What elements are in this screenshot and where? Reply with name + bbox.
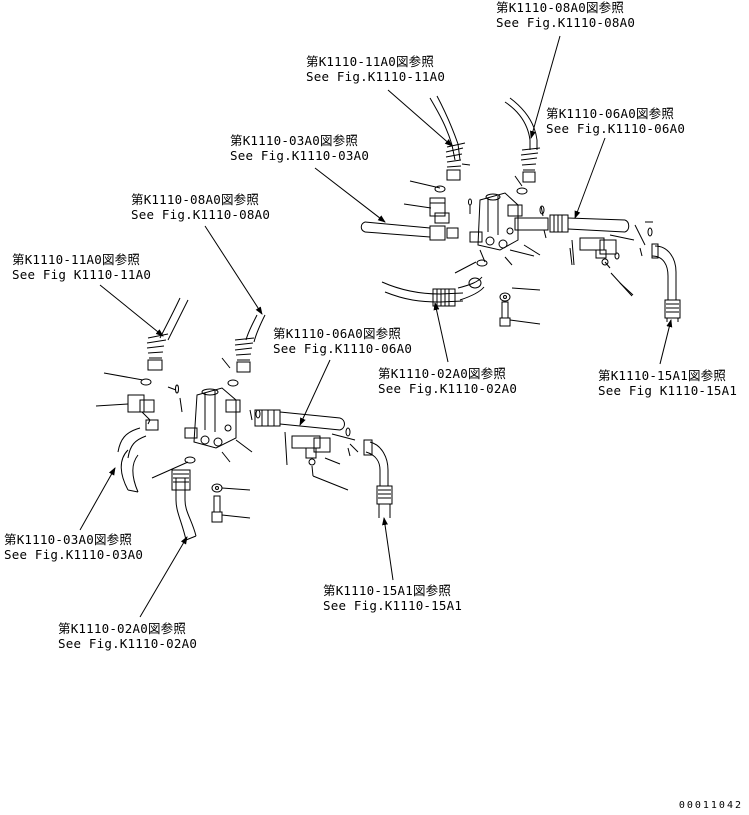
callout-arrows	[79, 35, 673, 618]
callout-r4: 第K1110-03A0図参照 See Fig.K1110-03A0	[230, 133, 369, 163]
left-hose-03	[117, 427, 147, 493]
arrow-r2	[387, 89, 453, 147]
right-hose-03	[360, 221, 459, 241]
callout-l6-en: See Fig.K1110-02A0	[58, 636, 198, 651]
callout-l4-jp: 第K1110-03A0図参照	[4, 532, 133, 547]
callout-r1: 第K1110-08A0図参照 See Fig.K1110-08A0	[496, 0, 635, 30]
arrow-l2	[99, 284, 164, 337]
callout-l3-en: See Fig.K1110-06A0	[273, 341, 413, 356]
callout-r2: 第K1110-11A0図参照 See Fig.K1110-11A0	[306, 54, 445, 84]
left-hose-06	[254, 409, 345, 431]
callout-r2-jp: 第K1110-11A0図参照	[306, 54, 435, 69]
arrow-l5	[382, 517, 394, 581]
left-hose-02	[171, 469, 197, 541]
arrow-r3	[574, 137, 606, 219]
left-hose-15	[363, 439, 393, 518]
callout-r4-jp: 第K1110-03A0図参照	[230, 133, 359, 148]
callout-l5-en: See Fig.K1110-15A1	[323, 598, 463, 613]
callout-r3: 第K1110-06A0図参照 See Fig.K1110-06A0	[546, 106, 685, 136]
callout-l1-jp: 第K1110-08A0図参照	[131, 192, 260, 207]
callout-l2: 第K1110-11A0図参照 See Fig K1110-11A0	[12, 252, 151, 282]
right-hose-02	[381, 276, 485, 307]
callout-l2-jp: 第K1110-11A0図参照	[12, 252, 141, 267]
right-assembly	[360, 95, 681, 327]
right-hose-08	[504, 97, 541, 183]
left-bolt	[211, 495, 223, 523]
right-bolt	[499, 301, 511, 327]
callout-l5-jp: 第K1110-15A1図参照	[323, 583, 452, 598]
callout-l3: 第K1110-06A0図参照 See Fig.K1110-06A0	[273, 326, 412, 356]
callout-l1-en: See Fig.K1110-08A0	[131, 207, 271, 222]
callout-r6-en: See Fig K1110-15A1	[598, 383, 738, 398]
right-hose-06	[514, 214, 630, 233]
arrow-r6	[659, 319, 673, 365]
left-tee-fitting	[291, 435, 331, 466]
callout-r5-jp: 第K1110-02A0図参照	[378, 366, 507, 381]
right-hose-15	[651, 243, 681, 322]
left-assembly	[95, 297, 393, 541]
callout-r3-jp: 第K1110-06A0図参照	[546, 106, 675, 121]
right-hose-11	[429, 95, 466, 181]
callout-r6: 第K1110-15A1図参照 See Fig K1110-15A1	[598, 368, 737, 398]
callout-r6-jp: 第K1110-15A1図参照	[598, 368, 727, 383]
callout-l4-en: See Fig.K1110-03A0	[4, 547, 144, 562]
callout-l3-jp: 第K1110-06A0図参照	[273, 326, 402, 341]
arrow-r4	[314, 167, 386, 223]
callout-r2-en: See Fig.K1110-11A0	[306, 69, 446, 84]
left-hose-08	[234, 314, 266, 373]
callout-r1-en: See Fig.K1110-08A0	[496, 15, 636, 30]
callout-r5: 第K1110-02A0図参照 See Fig.K1110-02A0	[378, 366, 517, 396]
right-elbow-fitting	[429, 197, 450, 224]
left-valve-block	[184, 387, 241, 449]
right-valve-block	[469, 192, 523, 251]
callout-r1-jp: 第K1110-08A0図参照	[496, 0, 625, 15]
left-hose-11	[146, 297, 189, 371]
callout-l1: 第K1110-08A0図参照 See Fig.K1110-08A0	[131, 192, 270, 222]
arrow-r1	[530, 35, 561, 139]
document-number: 00011042	[678, 800, 743, 811]
callout-l2-en: See Fig K1110-11A0	[12, 267, 152, 282]
arrow-l3	[299, 359, 331, 426]
callout-l5: 第K1110-15A1図参照 See Fig.K1110-15A1	[323, 583, 462, 613]
arrow-l6	[139, 536, 188, 618]
left-elbow-fitting	[127, 394, 159, 431]
callout-l6: 第K1110-02A0図参照 See Fig.K1110-02A0	[58, 621, 197, 651]
callout-l4: 第K1110-03A0図参照 See Fig.K1110-03A0	[4, 532, 143, 562]
callout-r4-en: See Fig.K1110-03A0	[230, 148, 370, 163]
arrow-r5	[433, 302, 449, 363]
arrow-l1	[204, 225, 263, 315]
arrow-l4	[79, 467, 116, 531]
callout-r5-en: See Fig.K1110-02A0	[378, 381, 518, 396]
right-tee-fitting	[579, 237, 617, 266]
callout-l6-jp: 第K1110-02A0図参照	[58, 621, 187, 636]
callout-r3-en: See Fig.K1110-06A0	[546, 121, 686, 136]
